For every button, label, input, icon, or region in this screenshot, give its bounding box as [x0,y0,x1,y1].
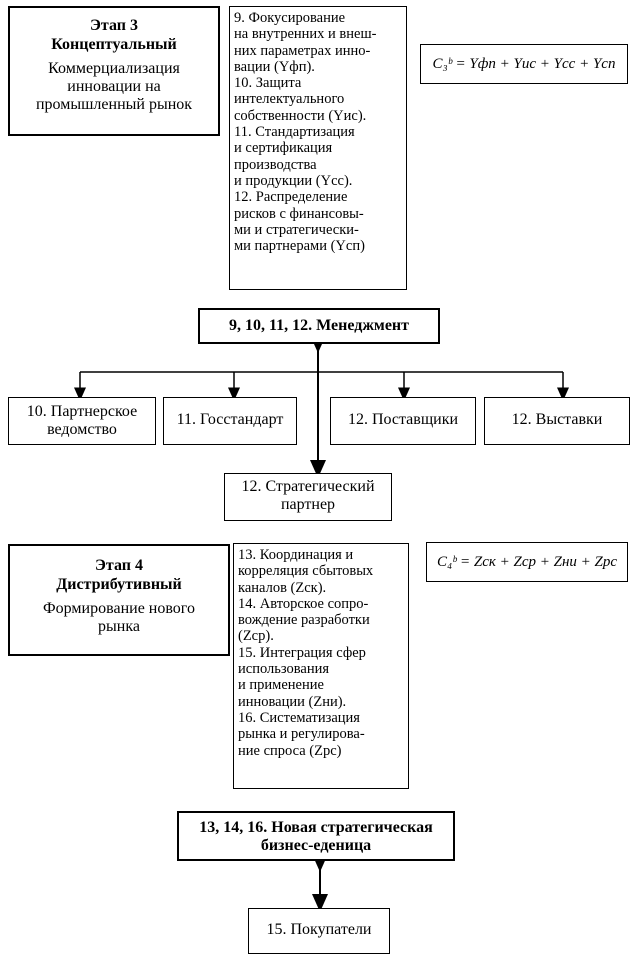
stage4-item-14: 14. Авторское сопро- вождение разработки… [238,595,370,645]
stage4-list: 13. Координация и корреляция сбытовых ка… [233,543,409,789]
business-unit-line2: бизнес-еденица [260,837,372,854]
stage4-item-13: 13. Координация и корреляция сбытовых ка… [238,547,374,596]
stage4-box: Этап 4 Дистрибутивный Формирование новог… [8,544,230,656]
stage3-item-11: 11. Стандартизация и сертификация произв… [234,124,355,189]
management-box: 9, 10, 11, 12. Менеджмент [198,308,440,344]
business-unit-box: 13, 14, 16. Новая стратегическая бизнес-… [177,811,455,861]
stage3-box: Этап 3 Концептуальный Коммерциализация и… [8,6,220,136]
stage4-item-16: 16. Систематизация рынка и регулирова- н… [238,709,365,759]
stage3-formula: C₃ᵇ = Yфп + Yис + Yсс + Yсп [420,44,628,84]
stage3-list: 9. Фокусирование на внутренних и внеш- н… [229,6,407,290]
partner-box-exhibitions: 12. Выставки [484,397,630,445]
stage4-name: Дистрибутивный [56,576,182,593]
stage4-subtitle: Формирование нового рынка [43,600,195,635]
buyers-box: 15. Покупатели [248,908,390,954]
stage3-title: Этап 3 [90,17,138,34]
stage3-subtitle: Коммерциализация инновации на промышленн… [35,60,193,113]
partner-box-gosstandart: 11. Госстандарт [163,397,297,445]
stage3-item-10: 10. Защита интелектуального собственност… [234,75,367,124]
stage4-item-15: 15. Интеграция сфер использования и прим… [238,644,366,710]
stage3-name: Концептуальный [51,36,177,53]
stage4-title: Этап 4 [95,557,143,574]
business-unit-line1: 13, 14, 16. Новая стратегическая [199,819,433,836]
partner-box-suppliers: 12. Поставщики [330,397,476,445]
stage3-item-9: 9. Фокусирование на внутренних и внеш- н… [234,10,377,75]
strategic-partner-box: 12. Стратегический партнер [224,473,392,521]
stage3-item-12: 12. Распределение рисков с финансовы- ми… [234,189,365,255]
stage4-formula: C₄ᵇ = Zск + Zср + Zни + Zрс [426,542,628,582]
partner-box-ministry: 10. Партнерское ведомство [8,397,156,445]
